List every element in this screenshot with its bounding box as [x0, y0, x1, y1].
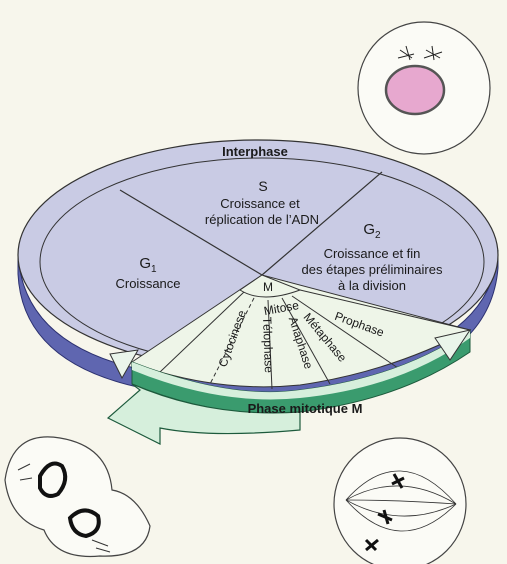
g2-phase-desc-line2: des étapes préliminaires [302, 262, 443, 277]
g2-phase-desc-line3: à la division [338, 278, 406, 293]
s-phase-letter: S [258, 178, 267, 194]
interphase-label: Interphase [222, 144, 288, 159]
mitotic-phase-label: Phase mitotique M [248, 401, 363, 416]
subphase-telophase: Télophase [260, 317, 276, 374]
metaphase-cell-illustration [334, 438, 466, 564]
g1-phase-desc: Croissance [115, 276, 180, 291]
m-phase-letter: M [263, 280, 273, 294]
g2-phase-desc-line1: Croissance et fin [324, 246, 421, 261]
s-phase-desc-line1: Croissance et [220, 196, 300, 211]
s-phase-desc-line2: réplication de l’ADN [205, 212, 319, 227]
interphase-cell-illustration [358, 22, 490, 154]
